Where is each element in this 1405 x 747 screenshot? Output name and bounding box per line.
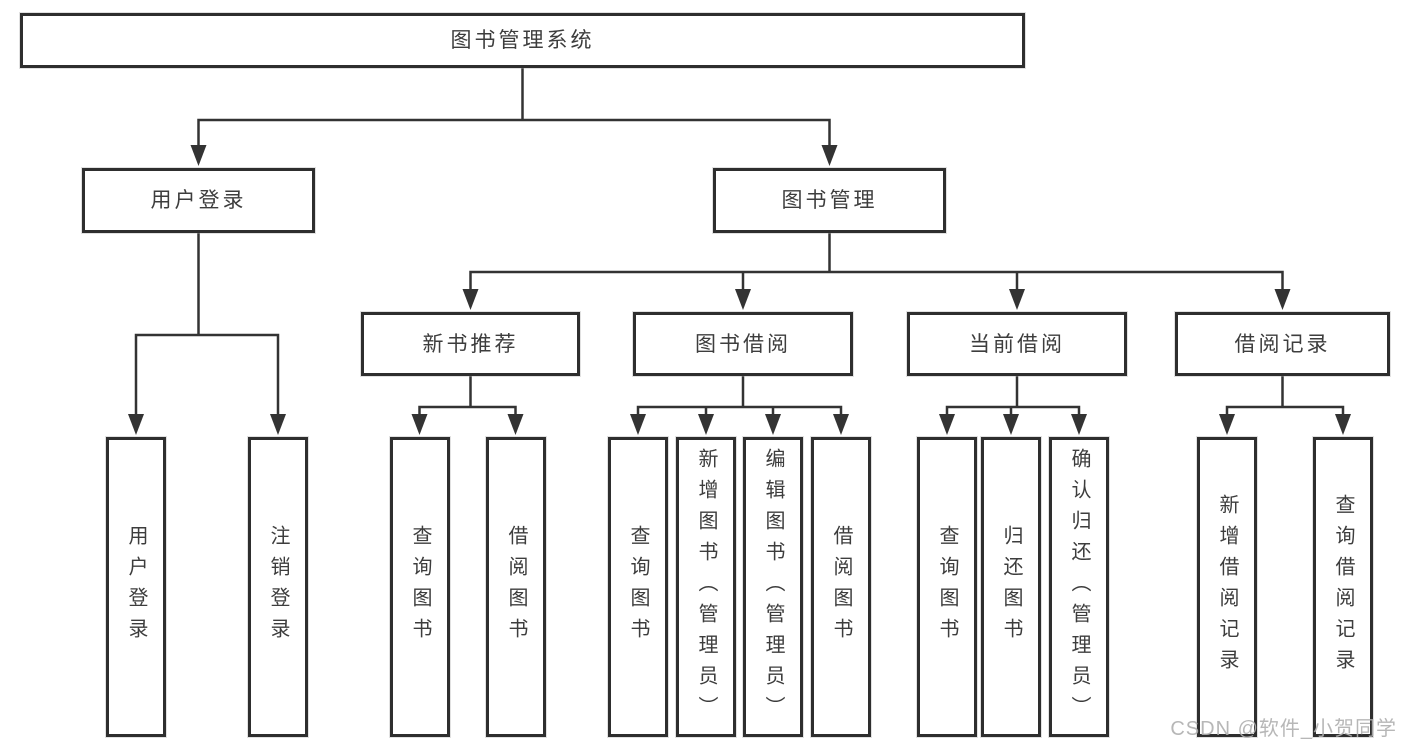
arrowhead [765,414,781,435]
leaf-br-add-record: 新增借阅记录 [1197,437,1257,737]
arrowhead [462,289,479,310]
leaf-bb-borrow-books: 借阅图书 [811,437,871,737]
leaf-cb-query-books-label: 查询图书 [936,525,958,649]
node-new-book-recommend: 新书推荐 [361,312,580,376]
leaf-cb-return-books-label: 归还图书 [1000,525,1022,649]
leaf-bb-query-books: 查询图书 [608,437,668,737]
leaf-user-login: 用户登录 [106,437,166,737]
leaf-bb-borrow-books-label: 借阅图书 [830,525,852,649]
arrowhead [507,414,524,435]
node-book-management-label: 图书管理 [781,189,878,212]
node-user-login: 用户登录 [82,168,315,233]
node-borrow-records-label: 借阅记录 [1234,332,1331,356]
leaf-user-login-label: 用户登录 [125,525,147,649]
leaf-br-query-record-label: 查询借阅记录 [1332,494,1354,680]
node-book-management: 图书管理 [713,168,946,233]
leaf-br-query-record: 查询借阅记录 [1313,437,1373,737]
leaf-bb-add-books-admin-label: 新增图书（管理员） [695,447,717,727]
arrowhead [735,289,751,310]
leaf-cb-confirm-return-admin-label: 确认归还（管理员） [1068,447,1090,727]
leaf-bb-query-books-label: 查询图书 [627,525,649,649]
arrowhead [630,414,646,435]
arrowhead [1071,414,1087,435]
arrowhead [1335,414,1351,435]
node-root-label: 图书管理系统 [450,29,595,52]
arrowhead [1003,414,1019,435]
leaf-logout: 注销登录 [248,437,308,737]
leaf-nb-borrow-books-label: 借阅图书 [505,525,527,649]
leaf-br-add-record-label: 新增借阅记录 [1216,494,1238,680]
leaf-nb-query-books: 查询图书 [390,437,450,737]
arrowhead [833,414,849,435]
node-new-book-recommend-label: 新书推荐 [422,332,519,356]
leaf-bb-edit-books-admin-label: 编辑图书（管理员） [762,447,784,727]
leaf-cb-return-books: 归还图书 [981,437,1041,737]
arrowhead [190,145,207,166]
arrowhead [411,414,428,435]
arrowhead [939,414,955,435]
leaf-bb-add-books-admin: 新增图书（管理员） [676,437,736,737]
arrowhead [1009,289,1025,310]
leaf-bb-edit-books-admin: 编辑图书（管理员） [743,437,803,737]
arrowhead [1219,414,1235,435]
leaf-logout-label: 注销登录 [267,525,289,649]
arrowhead [698,414,714,435]
node-user-login-label: 用户登录 [150,189,247,212]
node-current-borrowing-label: 当前借阅 [969,332,1065,356]
arrowhead [128,414,144,435]
leaf-nb-borrow-books: 借阅图书 [486,437,546,737]
node-root: 图书管理系统 [20,13,1025,68]
watermark: CSDN @软件_小贺同学 [1170,718,1397,740]
node-borrow-records: 借阅记录 [1175,312,1390,376]
node-book-borrowing: 图书借阅 [633,312,853,376]
node-book-borrowing-label: 图书借阅 [695,332,791,356]
arrowhead [270,414,286,435]
tree-edges [134,66,1345,417]
arrowhead [1274,289,1291,310]
arrowhead [821,145,838,166]
leaf-cb-query-books: 查询图书 [917,437,977,737]
node-current-borrowing: 当前借阅 [907,312,1127,376]
leaf-nb-query-books-label: 查询图书 [409,525,431,649]
leaf-cb-confirm-return-admin: 确认归还（管理员） [1049,437,1109,737]
